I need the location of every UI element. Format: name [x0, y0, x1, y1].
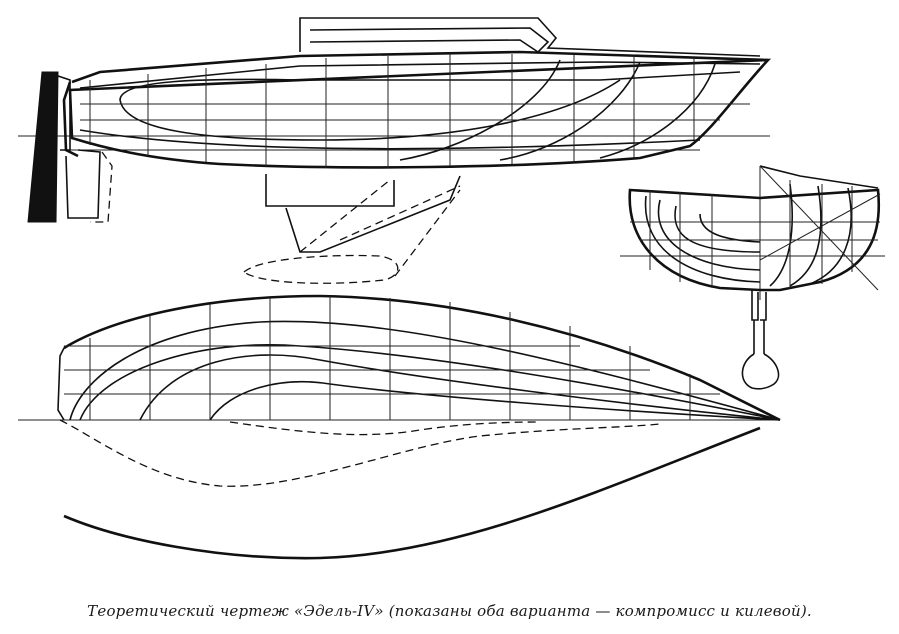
transom	[62, 81, 79, 158]
waterline-curves	[69, 320, 781, 421]
keel-dashed	[299, 179, 461, 277]
rudder-blade	[27, 71, 59, 223]
profile-view	[18, 17, 772, 284]
buttock-curve-1	[119, 71, 741, 101]
body-plan-keel	[751, 290, 767, 354]
figure-caption: Теоретический чертеж «Эдель-IV» (показан…	[87, 602, 812, 620]
body-plan	[620, 165, 885, 390]
body-plan-bulb	[741, 353, 780, 390]
bulb-dashed	[242, 254, 399, 284]
skeg	[65, 149, 101, 219]
keel-plan-dashed	[59, 419, 661, 487]
half-breadth-grid	[64, 296, 720, 420]
transom-half-breadth	[57, 347, 65, 421]
rudder-stock	[57, 75, 71, 151]
buttock-curve-2	[119, 79, 621, 141]
cabin-outline	[299, 17, 761, 57]
diagonal-curve-2	[499, 61, 641, 161]
half-breadth-deck-outline	[63, 294, 781, 422]
half-breadth-plan	[18, 294, 781, 560]
profile-station-grid	[80, 54, 750, 168]
body-plan-hull-outline	[628, 188, 881, 292]
diagonal-curve-1	[399, 59, 561, 161]
diagonal-curve-3	[599, 63, 716, 159]
hull-profile	[68, 58, 772, 169]
centreboard-trunk	[265, 174, 395, 207]
sheer-line	[71, 50, 769, 84]
body-plan-sections-aft	[644, 195, 761, 283]
body-plan-grid	[630, 165, 881, 291]
keel-plan-solid	[63, 426, 761, 560]
skeg-dashed	[90, 151, 113, 223]
fin-keel	[285, 175, 461, 253]
body-plan-sections-fwd	[769, 183, 852, 287]
keel-plan-inner-dashed	[229, 421, 541, 436]
hull-chine-line	[79, 129, 701, 150]
cabin-hatch	[309, 27, 550, 54]
body-plan-deckline	[759, 165, 879, 189]
